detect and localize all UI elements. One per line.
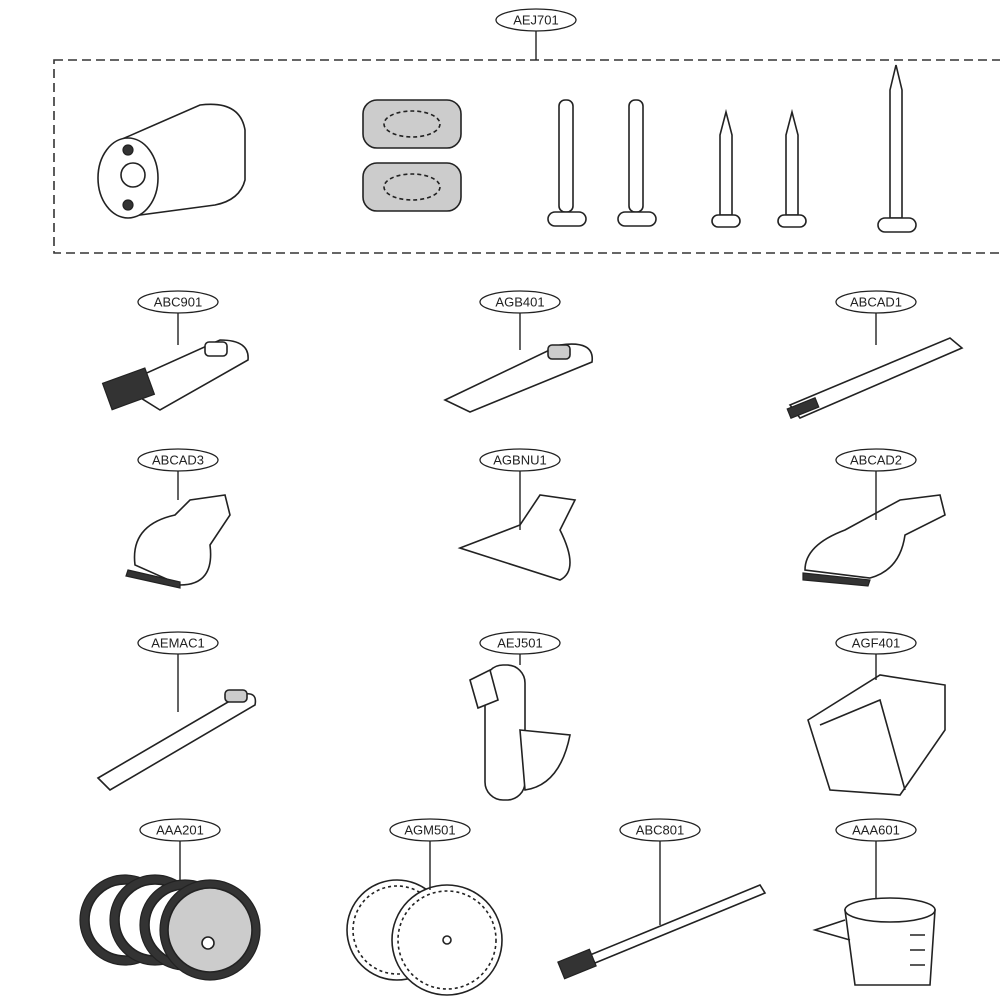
measuring-cup-part	[812, 897, 936, 986]
callout-bubble	[835, 631, 917, 655]
callout-bubble	[495, 8, 577, 32]
part-callout-abcad3: ABCAD3	[137, 448, 219, 500]
part-callout-aej701: AEJ701	[495, 8, 577, 60]
callout-bubble	[137, 290, 219, 314]
part-callout-abc901: ABC901	[137, 290, 219, 345]
screws-part	[547, 64, 917, 233]
callout-bubble	[479, 631, 561, 655]
part-code-label: ABCAD2	[850, 453, 902, 468]
part-callout-aej501: AEJ501	[479, 631, 561, 665]
callout-bubble	[835, 818, 917, 842]
part-code-label: AGBNU1	[493, 453, 546, 468]
part-code-label: ABC901	[154, 295, 202, 310]
disposable-pads-part	[346, 879, 503, 996]
callout-bubble	[479, 448, 561, 472]
filter-bag-part	[807, 674, 946, 796]
mount-block-part	[97, 103, 246, 219]
adhesive-pads-part	[362, 99, 462, 212]
kit-group-box	[53, 59, 1000, 254]
part-code-label: AGB401	[495, 295, 544, 310]
callout-bubble	[835, 290, 917, 314]
bedding-tool-part	[457, 494, 577, 581]
part-callout-agm501: AGM501	[389, 818, 471, 890]
mini-power-brush-part	[101, 339, 249, 411]
part-callout-abc801: ABC801	[619, 818, 701, 925]
part-code-label: AEJ701	[513, 13, 559, 28]
callout-bubble	[139, 818, 221, 842]
angled-brush-part	[802, 494, 946, 587]
part-code-label: AEMAC1	[151, 636, 204, 651]
part-callout-aaa601: AAA601	[835, 818, 917, 898]
callout-bubble	[137, 448, 219, 472]
extension-hose-part	[96, 689, 257, 792]
part-code-label: AEJ501	[497, 636, 543, 651]
long-crevice-tool-part	[786, 337, 964, 420]
part-code-label: AAA601	[852, 823, 900, 838]
part-code-label: AGM501	[404, 823, 455, 838]
wall-mount-part	[469, 664, 571, 801]
part-code-label: ABC801	[636, 823, 684, 838]
mop-pads-part	[79, 874, 261, 981]
part-callout-agb401: AGB401	[479, 290, 561, 350]
part-code-label: AGF401	[852, 636, 900, 651]
callout-bubble	[619, 818, 701, 842]
callout-bubble	[389, 818, 471, 842]
part-callout-abcad1: ABCAD1	[835, 290, 917, 345]
part-code-label: ABCAD1	[850, 295, 902, 310]
part-code-label: ABCAD3	[152, 453, 204, 468]
part-callout-aemac1: AEMAC1	[137, 631, 219, 712]
crevice-tool-part	[443, 343, 593, 413]
part-callout-abcad2: ABCAD2	[835, 448, 917, 520]
part-callout-agf401: AGF401	[835, 631, 917, 680]
callout-bubble	[479, 290, 561, 314]
part-code-label: AAA201	[156, 823, 204, 838]
dusting-brush-part	[125, 494, 231, 589]
part-callout-agbnu1: AGBNU1	[479, 448, 561, 530]
part-callout-aaa201: AAA201	[139, 818, 221, 880]
callout-bubble	[137, 631, 219, 655]
cleaning-brush-part	[557, 884, 767, 980]
callout-bubble	[835, 448, 917, 472]
